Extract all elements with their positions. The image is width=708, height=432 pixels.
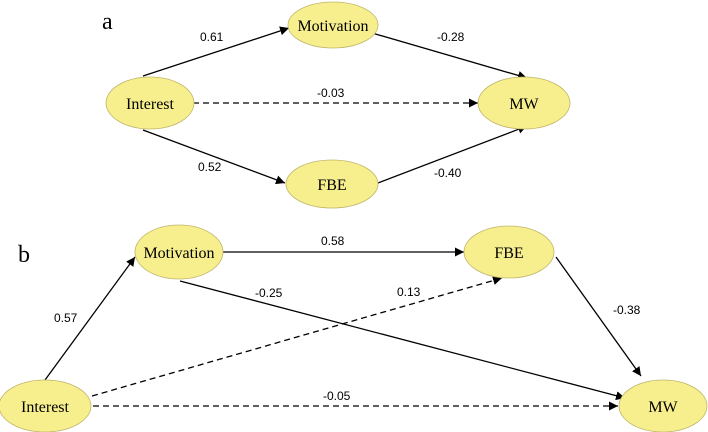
coef-b-interest-fbe: 0.13 — [397, 285, 421, 299]
node-b-motivation: Motivation — [134, 224, 224, 280]
node-b-interest: Interest — [0, 379, 92, 432]
coef-b-fbe-mw: -0.38 — [613, 303, 641, 317]
node-a-interest-label: Interest — [126, 96, 175, 113]
edge-a-motivation-mw — [371, 32, 528, 80]
coef-a-interest-mw: -0.03 — [317, 86, 345, 100]
node-a-motivation: Motivation — [287, 1, 379, 49]
edge-b-fbe-mw — [555, 256, 642, 377]
panel-a-letter: a — [102, 9, 113, 35]
coef-a-fbe-mw: -0.40 — [434, 166, 462, 180]
node-a-interest: Interest — [105, 76, 195, 130]
node-b-mw-label: MW — [648, 399, 678, 416]
coef-a-motivation-mw: -0.28 — [437, 30, 465, 44]
edge-b-interest-fbe — [91, 276, 503, 397]
coef-a-interest-motivation: 0.61 — [200, 30, 224, 44]
coef-b-interest-mw: -0.05 — [323, 389, 351, 403]
coef-b-motivation-fbe: 0.58 — [321, 234, 345, 248]
edge-b-motivation-mw — [179, 280, 626, 401]
edge-a-interest-motivation — [142, 26, 290, 77]
node-a-fbe-label: FBE — [317, 177, 346, 194]
node-a-mw-label: MW — [509, 96, 539, 113]
panel-a: a 0.61 -0.28 -0.03 0.52 -0.40 Interest M… — [102, 1, 571, 209]
panel-b: b 0.57 0.58 -0.25 0.13 -0.38 -0.05 Motiv… — [0, 224, 708, 432]
edge-a-fbe-mw — [377, 125, 528, 184]
node-a-fbe: FBE — [285, 159, 379, 209]
coef-b-interest-motivation: 0.57 — [54, 311, 78, 325]
node-b-fbe-label: FBE — [494, 245, 523, 262]
coef-b-motivation-mw: -0.25 — [255, 286, 283, 300]
node-b-motivation-label: Motivation — [143, 245, 214, 262]
edge-b-interest-motivation — [44, 256, 136, 381]
panel-b-letter: b — [18, 242, 30, 268]
node-b-mw: MW — [618, 379, 708, 432]
node-a-motivation-label: Motivation — [297, 18, 368, 35]
coef-a-interest-fbe: 0.52 — [198, 160, 222, 174]
node-a-mw: MW — [477, 76, 571, 130]
edge-a-interest-fbe — [142, 129, 286, 185]
node-b-interest-label: Interest — [21, 399, 70, 416]
node-b-fbe: FBE — [463, 225, 555, 279]
